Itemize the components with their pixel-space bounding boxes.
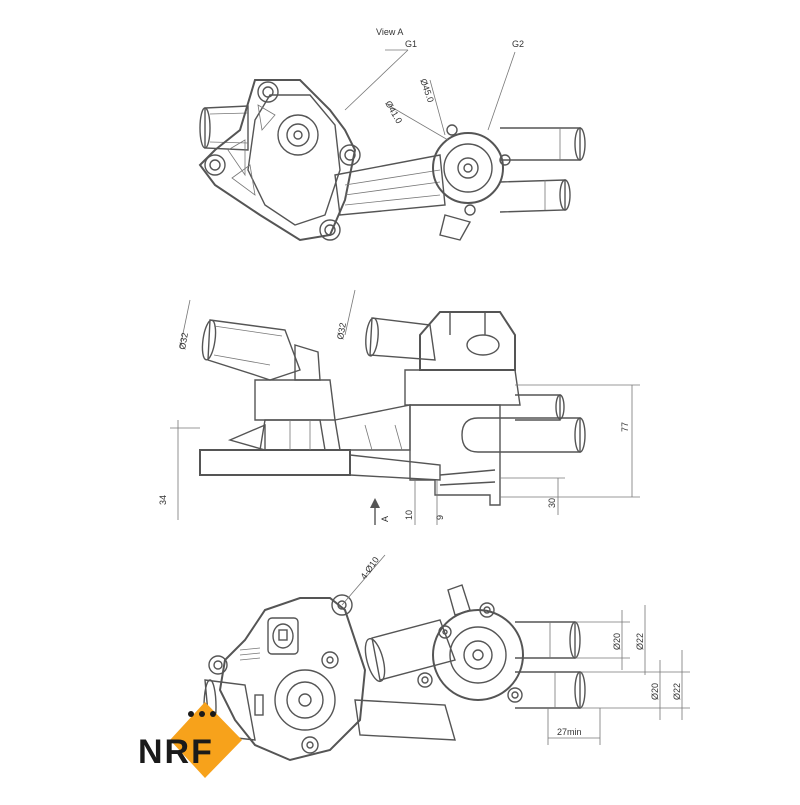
dia-41-label: Ø41.0 <box>383 99 404 125</box>
dim-30-label: 30 <box>547 498 557 508</box>
dim-10-label: 10 <box>404 510 414 520</box>
dim-27-label: 27min <box>557 727 582 737</box>
dia-22b-label: Ø22 <box>672 683 682 700</box>
dia-45-label: Ø45.0 <box>418 77 436 103</box>
dia-20a-label: Ø20 <box>612 633 622 650</box>
dia-32-right-label: Ø32 <box>335 322 348 340</box>
bottom-view: Ø20 Ø22 Ø20 Ø22 27min 4-Ø10 <box>203 554 690 762</box>
top-view: View A G1 G2 Ø45.0 Ø41.0 <box>198 27 586 242</box>
side-view: 77 30 34 10 9 Ø32 Ø32 A <box>158 289 640 525</box>
dim-77-label: 77 <box>620 422 630 432</box>
nrf-logo-orange-shape <box>170 702 242 778</box>
arrow-a-label: A <box>380 516 390 522</box>
g2-label: G2 <box>512 39 524 49</box>
dia-20b-label: Ø20 <box>650 683 660 700</box>
dim-34-label: 34 <box>158 495 168 505</box>
nrf-logo-text: NRF <box>138 733 214 771</box>
thread-label: 4-Ø10 <box>358 555 381 581</box>
nrf-logo: NRF <box>138 702 242 778</box>
dia-22a-label: Ø22 <box>635 633 645 650</box>
view-a-label: View A <box>376 27 403 37</box>
g1-label: G1 <box>405 39 417 49</box>
dia-32-left-label: Ø32 <box>177 332 190 350</box>
dim-9-label: 9 <box>435 515 445 520</box>
